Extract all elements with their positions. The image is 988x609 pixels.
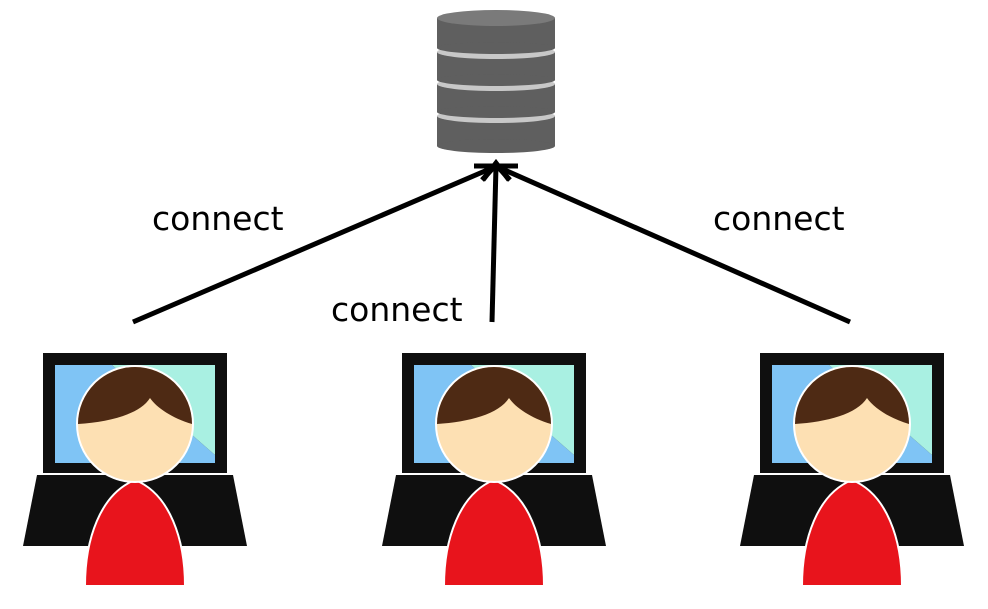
connect-label-right: connect xyxy=(713,199,845,238)
person-icon xyxy=(76,365,194,587)
connection-arrow-center xyxy=(481,158,511,323)
connection-arrow-right xyxy=(491,163,852,325)
person-icon xyxy=(793,365,911,587)
connect-label-center: connect xyxy=(331,290,463,329)
client-person-left xyxy=(23,353,247,587)
connect-label-left: connect xyxy=(152,199,284,238)
database-icon xyxy=(437,10,555,153)
client-person-right xyxy=(740,353,964,587)
person-icon xyxy=(435,365,553,587)
client-person-center xyxy=(382,353,606,587)
